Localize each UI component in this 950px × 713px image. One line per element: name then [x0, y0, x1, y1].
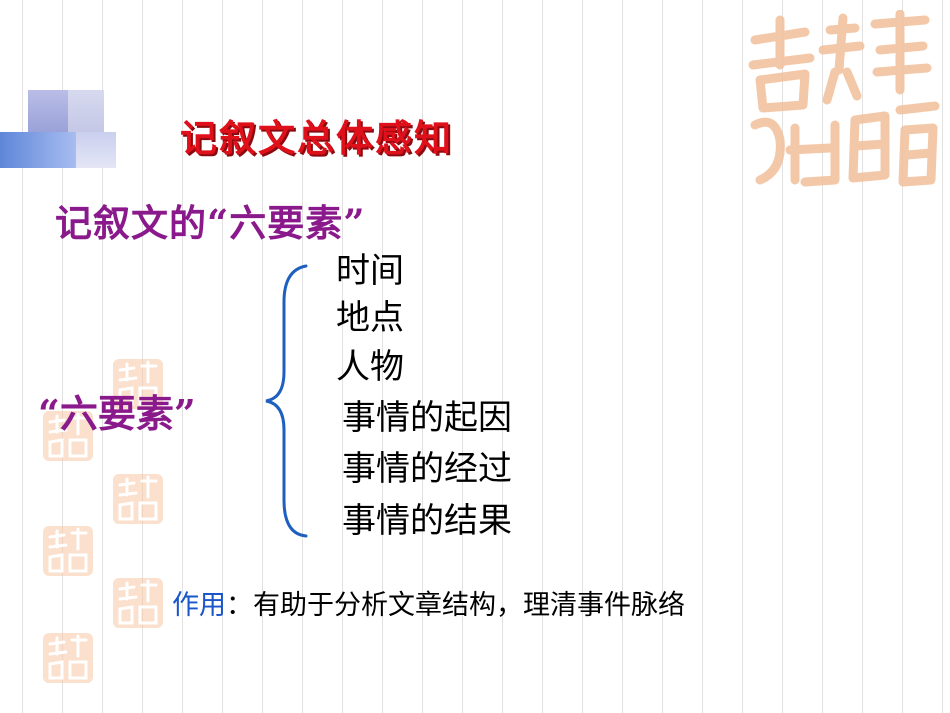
element-item-process: 事情的经过	[342, 449, 512, 489]
element-item-time: 时间	[336, 251, 404, 291]
deco-square	[68, 90, 104, 132]
auspicious-seal-icon	[43, 633, 93, 683]
six-elements-label: “六要素”	[38, 391, 196, 436]
decorative-squares	[0, 88, 116, 178]
usage-text: ：有助于分析文章结构，理清事件脉络	[226, 590, 685, 621]
curly-brace	[265, 264, 308, 538]
deco-square	[0, 132, 76, 168]
auspicious-seal-icon	[43, 526, 93, 576]
auspicious-seal-icon	[113, 474, 163, 524]
element-item-result: 事情的结果	[342, 501, 512, 541]
usage-line: 作用：有助于分析文章结构，理清事件脉络	[172, 583, 685, 622]
auspicious-seal-icon	[43, 411, 93, 461]
deco-square	[76, 132, 116, 168]
usage-label: 作用	[172, 590, 226, 621]
deco-square	[28, 90, 70, 132]
auspicious-seal-icon	[113, 359, 163, 409]
slide-title: 记叙文总体感知	[180, 116, 453, 160]
auspicious-seal-icon	[113, 578, 163, 628]
element-item-cause: 事情的起因	[342, 398, 512, 438]
element-item-place: 地点	[336, 298, 404, 338]
slide-subtitle: 记叙文的“六要素”	[55, 201, 366, 245]
element-item-character: 人物	[336, 347, 404, 387]
auspicious-seal-icon	[748, 10, 940, 187]
